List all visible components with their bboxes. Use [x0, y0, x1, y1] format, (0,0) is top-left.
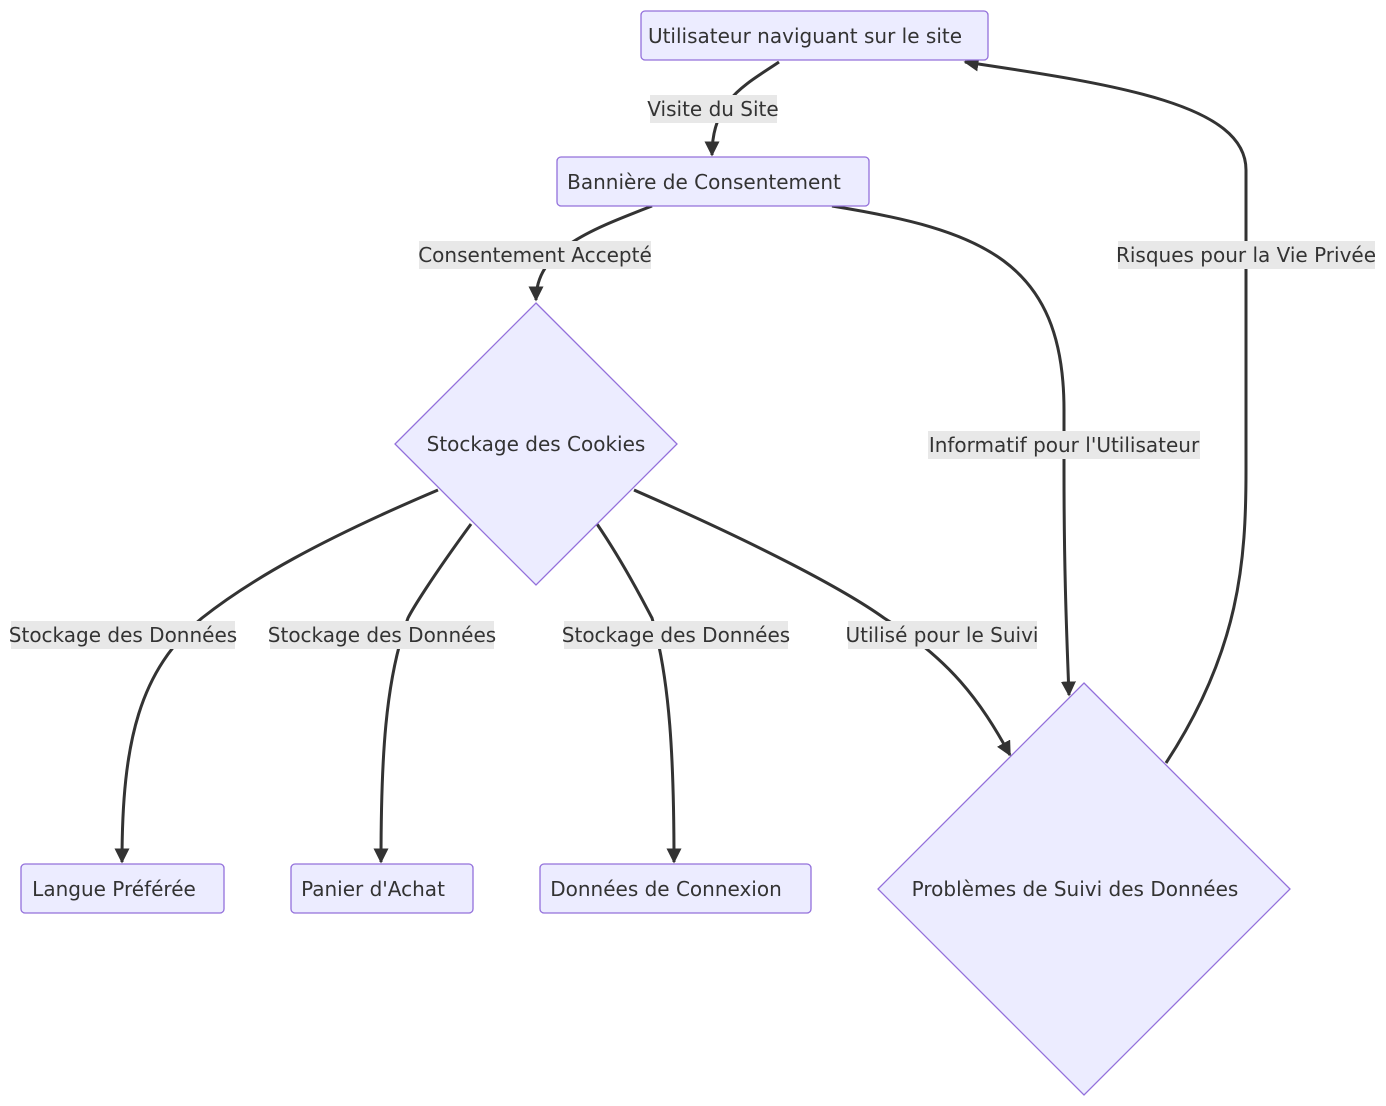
node-cart: Panier d'Achat — [290, 863, 474, 914]
svg-text:Stockage des Données: Stockage des Données — [562, 623, 790, 647]
svg-text:Informatif pour l'Utilisateur: Informatif pour l'Utilisateur — [929, 433, 1200, 457]
edge-banner-to-tracking — [831, 204, 1076, 697]
edge-label-used-tracking: Utilisé pour le Suivi — [846, 621, 1039, 649]
edge-label-store2: Stockage des Données — [268, 621, 496, 649]
node-cart-label: Panier d'Achat — [301, 877, 445, 901]
node-lang: Langue Préférée — [20, 863, 225, 914]
svg-text:Utilisé pour le Suivi: Utilisé pour le Suivi — [846, 623, 1039, 647]
edge-label-risks: Risques pour la Vie Privée — [1116, 241, 1376, 269]
node-login-label: Données de Connexion — [550, 877, 782, 901]
edge-cookies-to-tracking — [633, 488, 1012, 757]
edge-cookies-to-login — [595, 523, 682, 864]
svg-text:Consentement Accepté: Consentement Accepté — [418, 243, 652, 267]
node-cookies: Stockage des Cookies — [394, 302, 678, 586]
node-banner: Bannière de Consentement — [556, 156, 870, 207]
svg-text:Stockage des Données: Stockage des Données — [9, 623, 237, 647]
edge-label-store3: Stockage des Données — [562, 621, 790, 649]
edge-label-accepted: Consentement Accepté — [418, 241, 652, 269]
node-tracking-label: Problèmes de Suivi des Données — [912, 877, 1239, 901]
node-lang-label: Langue Préférée — [32, 877, 196, 901]
edge-label-informative: Informatif pour l'Utilisateur — [928, 431, 1200, 459]
edge-label-visit: Visite du Site — [647, 95, 779, 123]
svg-text:Stockage des Données: Stockage des Données — [268, 623, 496, 647]
node-tracking: Problèmes de Suivi des Données — [877, 682, 1291, 1096]
edge-tracking-to-user — [963, 56, 1248, 764]
edge-cookies-to-lang — [114, 488, 439, 864]
node-login: Données de Connexion — [539, 863, 812, 914]
svg-text:Risques pour la Vie Privée: Risques pour la Vie Privée — [1116, 243, 1376, 267]
node-user: Utilisateur naviguant sur le site — [640, 10, 989, 61]
edge-cookies-to-cart — [373, 523, 473, 864]
node-user-label: Utilisateur naviguant sur le site — [648, 24, 962, 48]
edge-label-store1: Stockage des Données — [9, 621, 237, 649]
svg-text:Visite du Site: Visite du Site — [647, 97, 778, 121]
node-cookies-label: Stockage des Cookies — [427, 432, 646, 456]
node-banner-label: Bannière de Consentement — [567, 170, 841, 194]
